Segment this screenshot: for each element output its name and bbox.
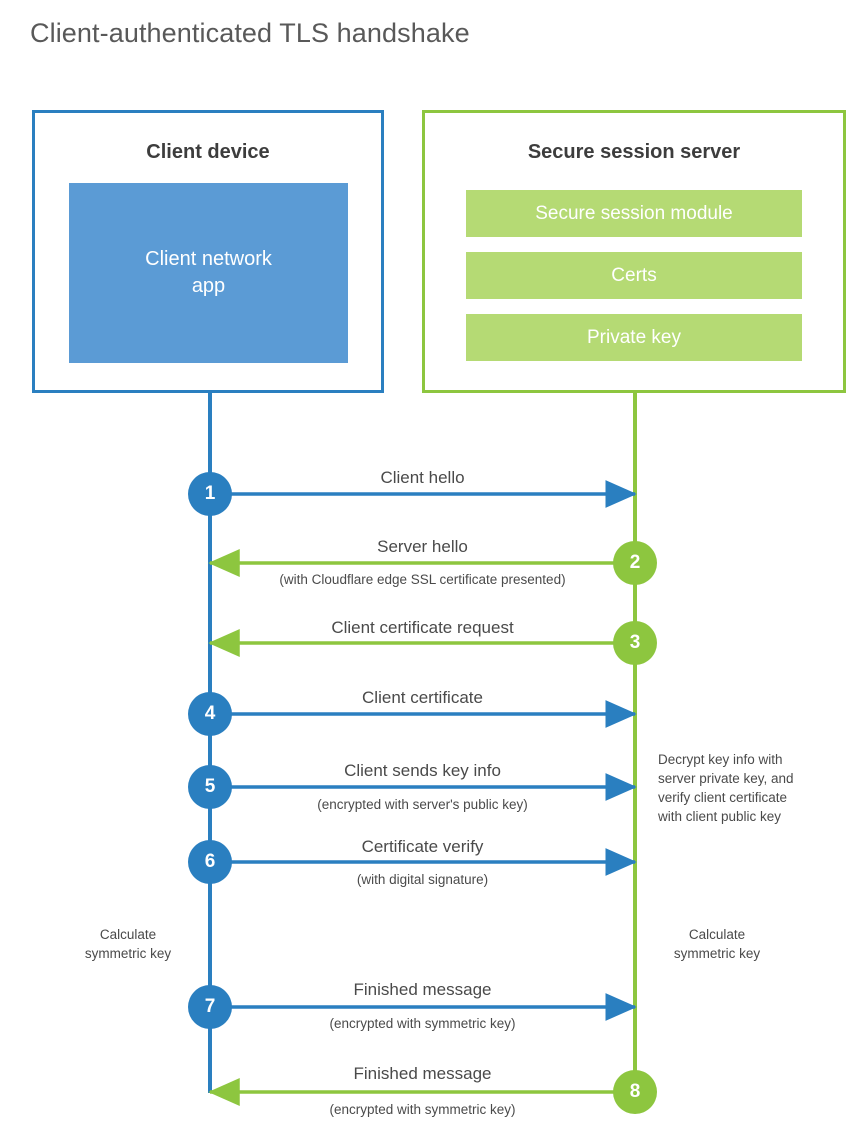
step-circle-6: 6 xyxy=(188,840,232,884)
message-label-3: Client certificate request xyxy=(331,618,514,637)
server-component-secure-session-module: Secure session module xyxy=(466,190,802,237)
page-title: Client-authenticated TLS handshake xyxy=(30,18,470,48)
message-label-1: Client hello xyxy=(380,468,465,487)
message-arrows xyxy=(208,480,637,1106)
step-circle-3: 3 xyxy=(613,621,657,665)
client-device-title: Client device xyxy=(146,141,270,163)
message-label-7: Finished message xyxy=(353,980,492,999)
server-component-label: Secure session module xyxy=(535,202,733,224)
message-sublabel-7: (encrypted with symmetric key) xyxy=(329,1016,516,1031)
step-circle-5: 5 xyxy=(188,765,232,809)
message-sublabel-5: (encrypted with server's public key) xyxy=(317,797,528,812)
step-circle-2: 2 xyxy=(613,541,657,585)
message-label-2: Server hello xyxy=(377,537,468,556)
message-label-5: Client sends key info xyxy=(344,761,501,780)
step-circle-7: 7 xyxy=(188,985,232,1029)
secure-session-server-title: Secure session server xyxy=(527,141,741,163)
server-component-label: Private key xyxy=(587,326,681,348)
message-sublabel-2: (with Cloudflare edge SSL certificate pr… xyxy=(279,572,566,587)
message-sublabel-6: (with digital signature) xyxy=(356,872,489,887)
message-label-4: Client certificate xyxy=(362,688,483,707)
step-circle-4: 4 xyxy=(188,692,232,736)
message-label-8: Finished message xyxy=(353,1064,492,1083)
message-label-6: Certificate verify xyxy=(361,837,484,856)
server-component-certs: Certs xyxy=(466,252,802,299)
secure-session-server-box: Secure session server Secure session mod… xyxy=(422,110,846,393)
step-circle-8: 8 xyxy=(613,1070,657,1114)
message-sublabel-8: (encrypted with symmetric key) xyxy=(329,1102,516,1117)
step-circle-1: 1 xyxy=(188,472,232,516)
server-component-label: Certs xyxy=(611,264,657,286)
server-component-private-key: Private key xyxy=(466,314,802,361)
